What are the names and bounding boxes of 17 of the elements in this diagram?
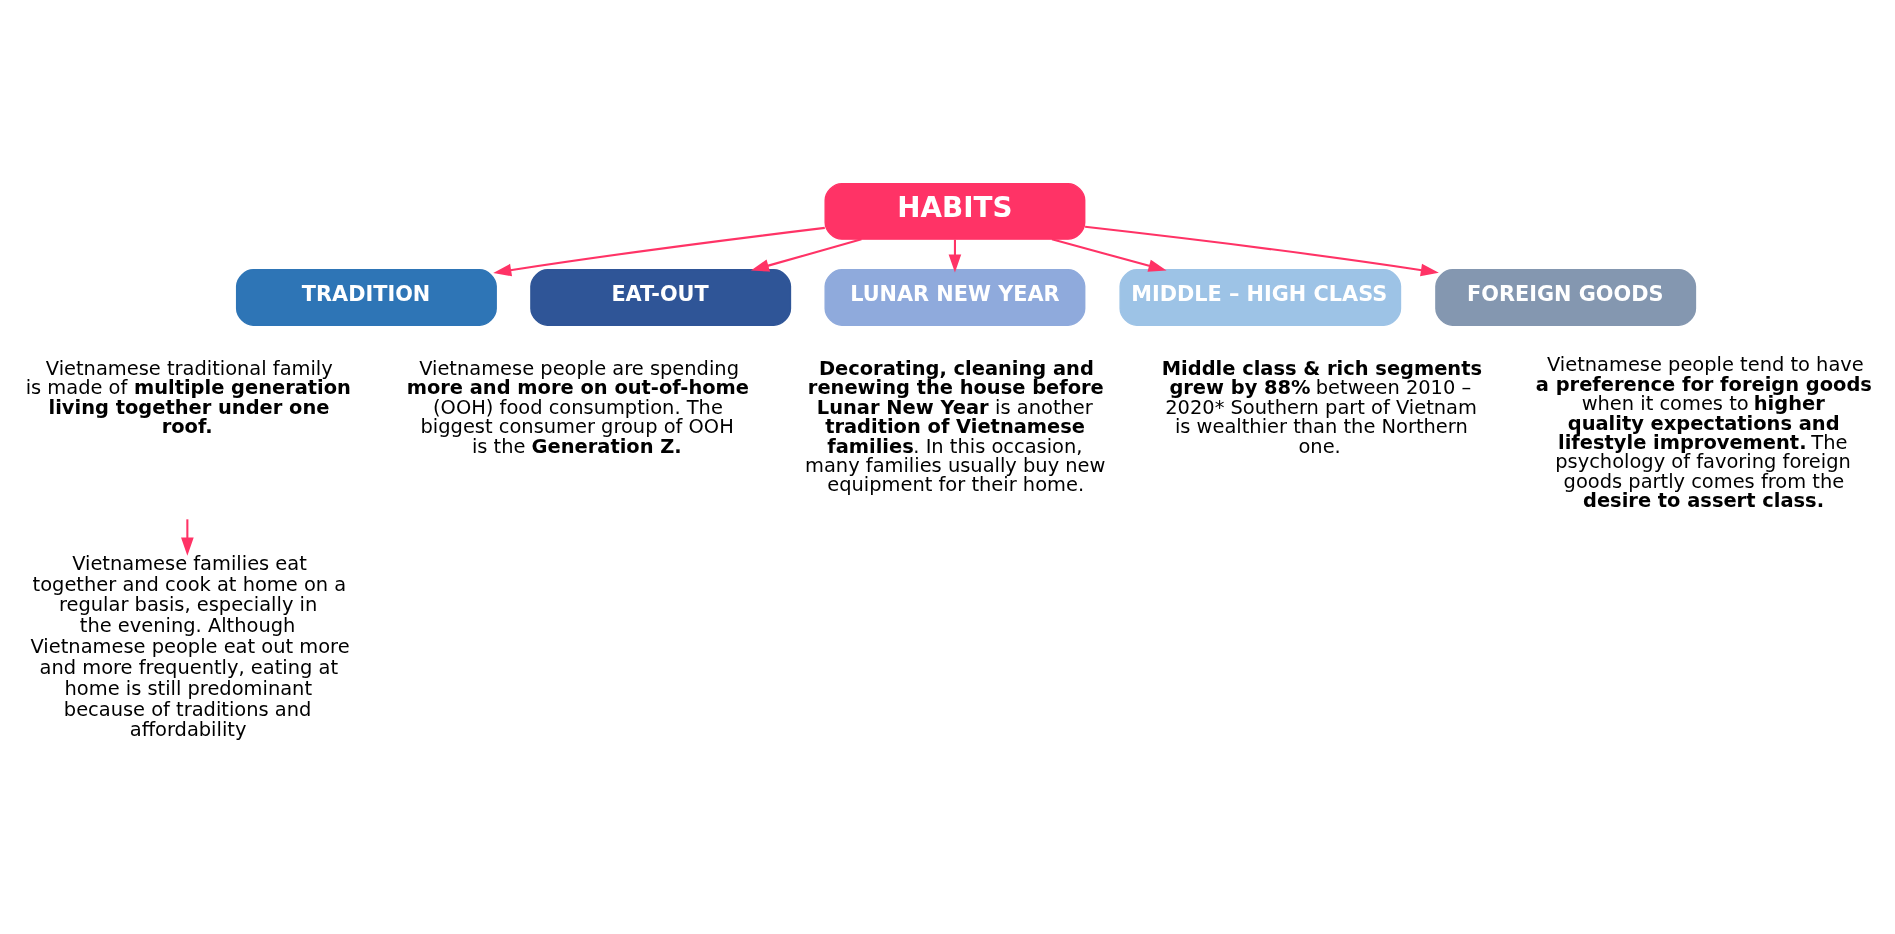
node-box: FOREIGN GOODS (1434, 268, 1696, 326)
node-box: LUNAR NEW YEAR (823, 268, 1085, 326)
node-box: TRADITION (235, 268, 497, 326)
arrow (1051, 237, 1167, 272)
arrow (750, 237, 862, 272)
node-label: Decorating, cleaning and renewing the house before Lunar New Year is another tradition of Vietnamese families. In this occasion, many families usually buy new equipment for their home. (804, 356, 1105, 496)
arrow (1084, 225, 1439, 276)
node-box: HABITS (823, 182, 1085, 240)
node-label: Vietnamese people are spending more and more on out-of-home (OOH) food consumption. The biggest consumer group of OOH is the Generation Z. (406, 356, 749, 458)
arrow (492, 226, 825, 276)
node-text: Vietnamese families eat together and cook at home on a regular basis, especially in the evening. Although Vietnamese people eat out more and more frequently, eating at home is still predominant because of traditions and affordability (30, 551, 350, 741)
node-text: Vietnamese traditional family is made of multiple generation living together under one roof. (25, 356, 351, 438)
node-label: Middle class & rich segments grew by 88% between 2010 – 2020* Southern part of Vietnam is wealthier than the Northern one. (1161, 356, 1482, 458)
node-box: MIDDLE – HIGH CLASS (1118, 268, 1401, 326)
node-label: Vietnamese people tend to have a preference for foreign goods when it comes to higher quality expectations and lifestyle improvement. The psychology of favoring foreign goods partly comes from the desire to assert class. (1535, 352, 1872, 512)
node-box: EAT-OUT (529, 268, 791, 326)
arrow (180, 518, 194, 556)
